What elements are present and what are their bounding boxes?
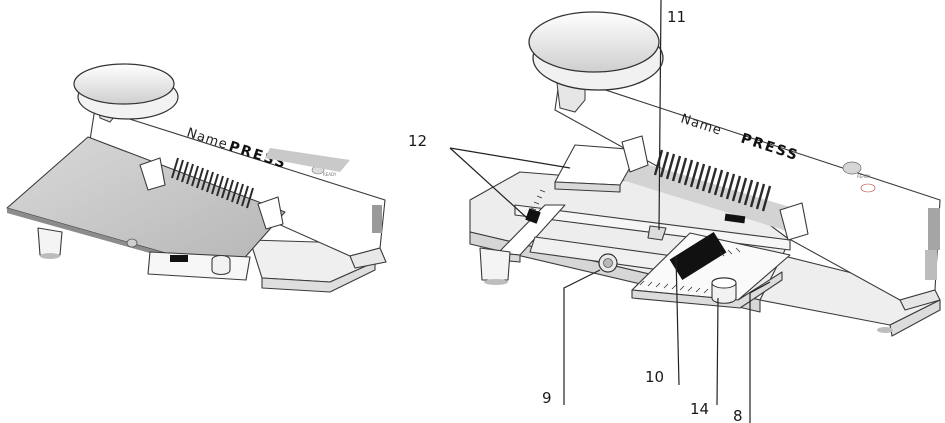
leader-10 <box>675 255 680 386</box>
right-device: Name PRESS READY <box>469 11 941 337</box>
right-side-clip <box>928 208 940 250</box>
left-base-side <box>261 261 376 293</box>
left-tray <box>147 251 251 281</box>
right-guide-ticks <box>530 189 546 211</box>
leader-12b <box>449 147 528 219</box>
callout-14: 14 <box>690 400 709 418</box>
leader-12a <box>449 147 571 169</box>
left-knob <box>126 238 138 248</box>
right-side-clip-lower <box>925 250 937 280</box>
right-guide-arm-upper-edge <box>554 181 621 193</box>
right-base-back-side <box>889 299 941 337</box>
left-scale-bar <box>170 255 188 262</box>
right-ready-button <box>842 161 862 175</box>
left-clamp-2 <box>257 196 284 230</box>
right-guide-scale-block <box>525 208 541 224</box>
right-arm-shadow <box>590 150 800 232</box>
left-cylinder <box>211 254 231 276</box>
left-ready-label: READY <box>323 172 337 177</box>
leader-11 <box>658 0 662 231</box>
right-foot-back-pad <box>877 327 893 333</box>
right-cap-top <box>528 11 660 73</box>
callout-11: 11 <box>667 8 686 26</box>
left-vent-slots <box>171 157 254 209</box>
leader-14 <box>716 297 719 406</box>
left-arm-end <box>349 247 387 269</box>
right-certification-mark <box>860 183 876 193</box>
callout-12: 12 <box>408 132 427 150</box>
left-clamp-1 <box>139 157 166 191</box>
leader-8 <box>749 281 771 423</box>
left-arm-shadow <box>265 148 350 172</box>
right-arm-end <box>899 289 941 311</box>
leader-9 <box>563 269 601 405</box>
callout-10: 10 <box>645 368 664 386</box>
right-foot-front-pad <box>484 279 508 285</box>
right-center-indicator <box>647 225 667 241</box>
left-foot-pad <box>40 253 60 259</box>
right-rail-scale <box>724 213 746 224</box>
callout-lines <box>449 0 771 423</box>
left-device: Name PRESS READY <box>6 63 387 293</box>
callout-8: 8 <box>733 407 743 423</box>
right-clamp-1 <box>621 135 649 173</box>
right-adjust-knob-center <box>603 258 613 268</box>
left-foot <box>37 227 63 256</box>
right-measure-black-band <box>669 232 727 280</box>
right-ready-label: READY <box>857 174 871 179</box>
right-front-tray-edge <box>631 271 783 309</box>
callout-9: 9 <box>542 389 552 407</box>
right-cylinder-top <box>711 277 737 289</box>
left-side-clip <box>372 205 382 233</box>
callout-labels: 11 12 9 10 14 8 <box>408 8 743 423</box>
left-cap-top <box>73 63 175 105</box>
right-vent-slots <box>653 149 772 212</box>
right-measure-ticks <box>639 247 741 294</box>
right-clamp-2 <box>779 202 809 241</box>
right-foot-front <box>479 247 511 281</box>
